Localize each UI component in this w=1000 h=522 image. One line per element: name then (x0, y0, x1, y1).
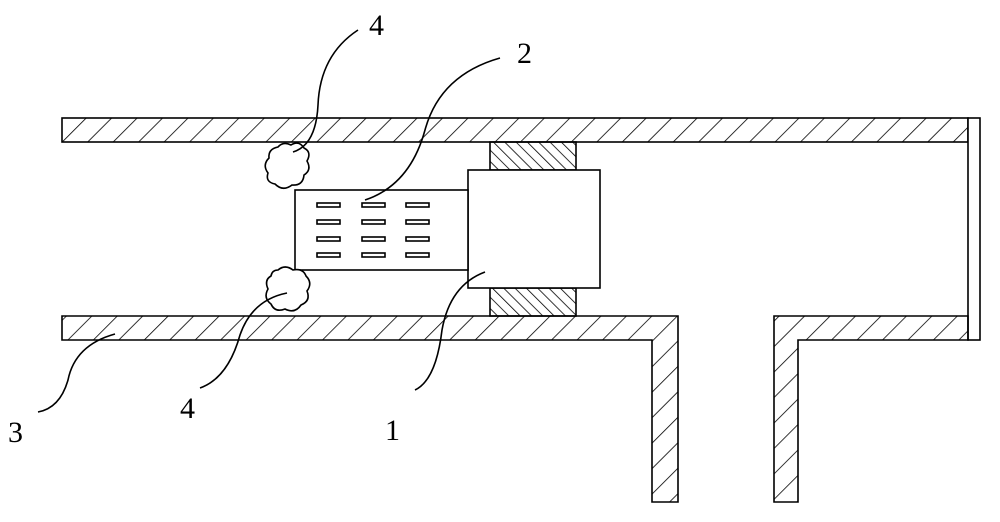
component-2-slots (316, 202, 430, 258)
label-2: 2 (517, 37, 532, 70)
leader-line-3 (37, 333, 116, 413)
component-1 (467, 169, 601, 289)
leader-line-1 (414, 271, 486, 391)
seal-block-bottom (489, 287, 577, 317)
component-2 (294, 189, 469, 271)
component-2-body (294, 189, 469, 271)
housing-3 (61, 117, 981, 503)
leader-line-2 (364, 57, 501, 201)
housing-end-plate (967, 117, 981, 341)
label-4-top: 4 (369, 9, 384, 42)
deposit-top (264, 142, 310, 190)
housing-bottom-wall-left (61, 315, 679, 503)
seal-block-top (489, 141, 577, 171)
deposit-bottom (265, 266, 311, 312)
label-3: 3 (8, 416, 23, 449)
leader-line-4-bottom (199, 292, 288, 389)
leader-line-4-top (292, 29, 359, 153)
label-4-bottom: 4 (180, 392, 195, 425)
housing-top-wall (61, 117, 969, 143)
housing-bottom-wall-right (773, 315, 969, 503)
label-1: 1 (385, 414, 400, 447)
